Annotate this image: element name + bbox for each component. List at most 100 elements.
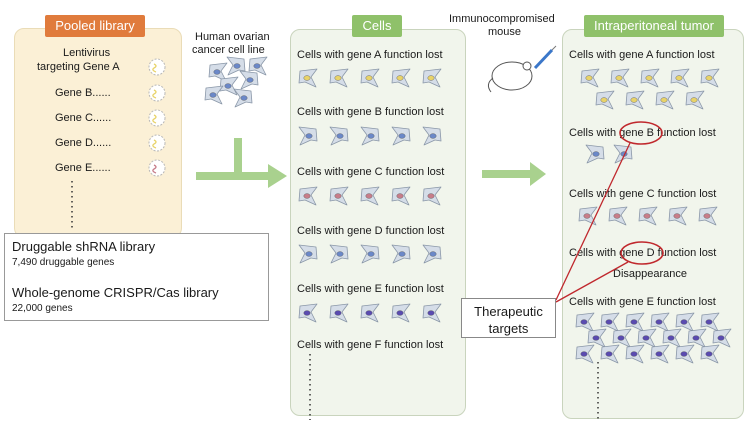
disappearance-label: Disappearance	[613, 268, 687, 280]
cells-row-e-cell-1-nucleus	[334, 310, 342, 316]
cancer-cell-1-nucleus	[233, 63, 241, 69]
therapeutic-targets-box: Therapeutic targets	[461, 298, 556, 338]
cells-row-d-cell-0-nucleus	[305, 251, 313, 257]
cells-row-d-cell-1-nucleus	[336, 251, 344, 257]
mouse-ear-icon	[522, 61, 532, 71]
tumor-row-a1-cell-3-nucleus	[675, 75, 683, 81]
cells-panel	[290, 29, 466, 416]
tumor-row-c-cell-2-nucleus	[643, 213, 651, 219]
tumor-row-c-cell-1-nucleus	[613, 213, 621, 219]
cells-row-a-cell-4-nucleus	[427, 75, 435, 81]
gene-b-label: Gene B......	[55, 87, 111, 99]
lentivirus-icon-2	[148, 109, 166, 127]
cancer-cell-4-nucleus	[209, 92, 217, 98]
cells-row-b-cell-2-nucleus	[367, 133, 375, 139]
lentivirus-rna-1	[152, 89, 157, 99]
lentivirus-icon-3	[148, 134, 166, 152]
tumor-row-b-gene: gene B	[619, 127, 654, 139]
tumor-row-e0-cell-2-nucleus	[630, 319, 638, 325]
cells-row-b-cell-3-nucleus	[398, 133, 406, 139]
cells-row-a-cell-2-nucleus	[365, 75, 373, 81]
mouse-label-1: Immunocompromised	[449, 13, 555, 25]
tumor-row-e2-cell-2-nucleus	[630, 351, 638, 357]
gene-e-label: Gene E......	[55, 162, 111, 174]
tumor-row-e1-cell-2-nucleus	[642, 335, 650, 341]
cells-row-b-cell-1-nucleus	[336, 133, 344, 139]
tumor-row-c-cell-0-nucleus	[583, 213, 591, 219]
therapeutic-targets-line2: targets	[488, 321, 529, 336]
cells-row-c-cell-0-nucleus	[303, 193, 311, 199]
target-pointer-d	[555, 261, 629, 303]
tumor-row-a1-cell-4-nucleus	[705, 75, 713, 81]
cells-row-c-cell-4-nucleus	[427, 193, 435, 199]
tumor-row-c-cell-3-nucleus	[673, 213, 681, 219]
tumor-row-a2-cell-3-nucleus	[690, 97, 698, 103]
cancer-cell-6-nucleus	[253, 63, 261, 69]
tumor-row-e-label: Cells with gene E function lost	[569, 296, 716, 308]
tumor-row-e2-cell-3-nucleus	[655, 351, 663, 357]
tumor-row-b-pre: Cells with	[569, 127, 620, 139]
gene-b-highlight	[619, 121, 663, 145]
cells-header: Cells	[352, 15, 402, 37]
tumor-row-b-post: function lost	[654, 127, 716, 139]
pooled-library-header: Pooled library	[45, 15, 145, 37]
tumor-row-e2-cell-5-nucleus	[705, 351, 713, 357]
lentivirus-icon-4	[148, 159, 166, 177]
cells-row-e-label: Cells with gene E function lost	[297, 283, 444, 295]
cancer-cell-2-nucleus	[224, 83, 232, 89]
syringe-icon	[533, 48, 554, 70]
mouse-tail-icon	[487, 77, 494, 93]
cells-row-c-cell-1-nucleus	[334, 193, 342, 199]
cells-row-f-label: Cells with gene F function lost	[297, 339, 444, 351]
cells-row-a-cell-3-nucleus	[396, 75, 404, 81]
lentivirus-rna-4	[152, 164, 157, 174]
tumor-row-e2-cell-0-nucleus	[580, 351, 588, 357]
tumor-row-e2-cell-1-nucleus	[605, 351, 613, 357]
cells-row-d-cell-3-nucleus	[398, 251, 406, 257]
cell-line-label-2: cancer cell line	[192, 44, 265, 56]
tumor-row-a1-cell-1-nucleus	[615, 75, 623, 81]
library-to-cells-arrow	[196, 138, 287, 188]
syringe-plunger-icon	[551, 45, 557, 51]
library-legend-box: Druggable shRNA library 7,490 druggable …	[4, 233, 269, 321]
cells-row-c-cell-2-nucleus	[365, 193, 373, 199]
shrna-library-title: Druggable shRNA library	[12, 239, 156, 254]
tumor-row-a-label: Cells with gene A function lost	[569, 49, 715, 61]
cells-row-b-label: Cells with gene B function lost	[297, 106, 444, 118]
crispr-library-title: Whole-genome CRISPR/Cas library	[12, 285, 219, 300]
tumor-header: Intraperitoneal tumor	[584, 15, 724, 37]
tumor-row-e0-cell-5-nucleus	[705, 319, 713, 325]
mouse-body-icon	[491, 61, 533, 91]
cells-row-e-cell-4-nucleus	[427, 310, 435, 316]
tumor-row-e0-cell-0-nucleus	[580, 319, 588, 325]
cells-to-tumor-arrow	[482, 162, 546, 186]
therapeutic-targets-line1: Therapeutic	[474, 304, 543, 319]
cells-row-d-cell-2-nucleus	[367, 251, 375, 257]
target-pointer-b	[555, 142, 631, 301]
tumor-row-c-cell-4-nucleus	[703, 213, 711, 219]
cells-row-e-cell-3-nucleus	[396, 310, 404, 316]
tumor-row-a1-cell-0-nucleus	[585, 75, 593, 81]
cells-row-a-cell-1-nucleus	[334, 75, 342, 81]
cells-row-b-cell-0-nucleus	[305, 133, 313, 139]
cells-row-e-cell-2-nucleus	[365, 310, 373, 316]
lentivirus-rna-3	[152, 139, 157, 149]
cancer-cell-0-nucleus	[213, 69, 221, 75]
cells-row-a-label: Cells with gene A function lost	[297, 49, 443, 61]
cancer-cell-3-nucleus	[246, 77, 254, 83]
gene-d-label: Gene D......	[55, 137, 112, 149]
cells-row-d-cell-4-nucleus	[429, 251, 437, 257]
tumor-row-d-post: function lost	[654, 247, 717, 259]
cells-row-d-label: Cells with gene D function lost	[297, 225, 445, 237]
tumor-row-e0-cell-3-nucleus	[655, 319, 663, 325]
cells-row-e-cell-0-nucleus	[303, 310, 311, 316]
tumor-row-d-gene: gene D	[619, 247, 655, 259]
cells-row-b-cell-4-nucleus	[429, 133, 437, 139]
tumor-row-a2-cell-1-nucleus	[630, 97, 638, 103]
lentivirus-icon-0	[148, 58, 166, 76]
mouse-label-2: mouse	[488, 26, 522, 38]
lentivirus-rna-2	[152, 114, 157, 124]
tumor-row-b-label: Cells with gene B function lost	[569, 127, 716, 139]
tumor-row-e0-cell-1-nucleus	[605, 319, 613, 325]
